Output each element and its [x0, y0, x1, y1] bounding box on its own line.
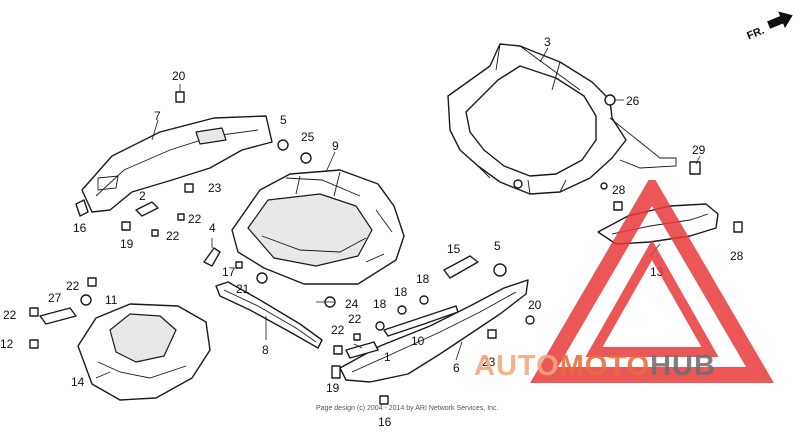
seal-strip[interactable] [383, 305, 459, 337]
label-part-10: 10 [411, 334, 425, 348]
label-part-5-upper: 5 [280, 113, 287, 127]
label-part-19-bottom: 19 [326, 381, 340, 395]
label-part-23-right: 23 [482, 355, 496, 369]
label-part-5-lower: 5 [494, 239, 501, 253]
floor-tray[interactable] [77, 303, 211, 401]
label-part-23-left: 23 [208, 181, 222, 195]
label-part-16-left: 16 [73, 221, 87, 235]
label-part-26: 26 [626, 94, 640, 108]
label-part-18-a: 18 [416, 272, 430, 286]
label-part-22-d: 22 [3, 308, 17, 322]
side-rail-cover[interactable] [81, 115, 273, 213]
label-part-20-right: 20 [528, 298, 542, 312]
trunk-box[interactable] [231, 169, 405, 285]
lower-side-panel[interactable] [339, 279, 529, 383]
brand-part-auto: AUTO [474, 350, 560, 382]
label-part-6: 6 [453, 361, 460, 375]
label-part-18-b: 18 [394, 285, 408, 299]
label-part-11: 11 [105, 293, 118, 307]
label-part-7: 7 [154, 109, 161, 123]
label-part-12: 12 [0, 337, 14, 351]
brand-part-moto: MOTO [559, 350, 651, 382]
trunk-frame[interactable] [447, 43, 677, 195]
label-part-2: 2 [139, 189, 146, 203]
label-part-19-left: 19 [120, 237, 134, 251]
label-part-21: 21 [236, 282, 250, 296]
label-part-14: 14 [71, 375, 85, 389]
label-part-9: 9 [332, 139, 339, 153]
label-part-22-a: 22 [188, 212, 202, 226]
label-part-16-bottom: 16 [378, 415, 392, 429]
part-labels: 1 2 3 4 5 5 6 7 8 9 10 11 12 13 14 15 16… [0, 35, 744, 429]
copyright-text: Page design (c) 2004 - 2014 by ARI Netwo… [316, 405, 499, 412]
trim-strip[interactable] [215, 281, 323, 349]
label-part-17: 17 [222, 265, 236, 279]
label-part-28-right: 28 [730, 249, 744, 263]
label-part-15: 15 [447, 242, 461, 256]
front-direction-marker: FR. [745, 11, 793, 40]
label-part-4: 4 [209, 221, 216, 235]
label-part-29: 29 [692, 143, 706, 157]
bracket-15[interactable] [443, 255, 479, 279]
label-part-22-e: 22 [348, 312, 362, 326]
front-label: FR. [745, 25, 766, 40]
small-hardware [29, 84, 743, 405]
label-part-20-top: 20 [172, 69, 186, 83]
label-part-13: 13 [650, 265, 664, 279]
label-part-8: 8 [262, 343, 269, 357]
label-part-22-c: 22 [66, 279, 80, 293]
label-part-28-top: 28 [612, 183, 626, 197]
label-part-27: 27 [48, 291, 62, 305]
brand-part-hub: HUB [650, 350, 716, 382]
watermark-brand-text: AUTOMOTOHUB [474, 350, 716, 383]
label-part-22-b: 22 [166, 229, 180, 243]
label-part-24: 24 [345, 297, 359, 311]
label-part-3: 3 [544, 35, 551, 49]
arrow-right-icon [767, 11, 793, 29]
label-part-1: 1 [384, 350, 391, 364]
label-part-25: 25 [301, 130, 315, 144]
label-part-22-f: 22 [331, 323, 345, 337]
label-part-18-c: 18 [373, 297, 387, 311]
